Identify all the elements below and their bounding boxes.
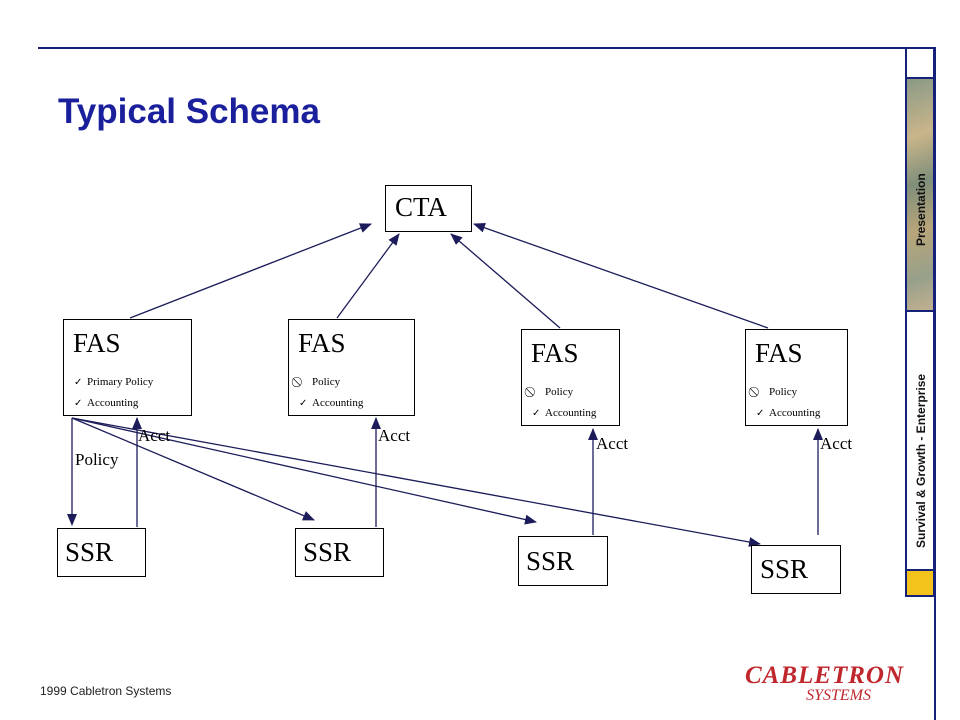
fas-item-policy: ⃠Policy — [299, 372, 363, 393]
acct-label-3: Acct — [596, 434, 629, 453]
arrow-fas1-to-cta — [129, 223, 372, 319]
cta-label: CTA — [395, 192, 447, 222]
check-icon: ✓ — [532, 408, 541, 419]
check-icon: ✓ — [299, 398, 308, 409]
no-symbol-icon: ⃠ — [756, 383, 769, 403]
top-rule — [38, 47, 906, 49]
fas-box-3: FAS ⃠Policy ✓ Accounting — [521, 329, 620, 426]
sidebar-frame — [905, 47, 935, 597]
fas-title: FAS — [298, 328, 346, 358]
cta-box: CTA — [385, 185, 472, 232]
fas-item-list: ⃠Policy ✓ Accounting — [532, 382, 596, 424]
footer-copyright: 1999 Cabletron Systems — [40, 684, 172, 698]
fas-item-list: ⃠Policy ✓ Accounting — [299, 372, 363, 414]
fas-title: FAS — [531, 338, 579, 368]
logo-subtext: SYSTEMS — [806, 687, 871, 704]
fas-item-list: ⃠Policy ✓ Accounting — [756, 382, 820, 424]
fas-item-text: Policy — [769, 386, 798, 398]
ssr-box-2: SSR — [295, 528, 384, 577]
fas-title: FAS — [73, 328, 121, 358]
fas-item-primary-policy: ✓ Primary Policy — [74, 372, 153, 393]
acct-label-2: Acct — [378, 426, 411, 445]
sidebar-outer-line — [934, 47, 936, 720]
policy-label-1: Policy — [75, 450, 119, 469]
ssr-label: SSR — [526, 546, 575, 576]
ssr-box-3: SSR — [518, 536, 608, 586]
ssr-label: SSR — [303, 537, 352, 567]
fas-item-text: Primary Policy — [87, 376, 154, 388]
sidebar-white-segment — [907, 312, 933, 569]
ssr-box-1: SSR — [57, 528, 146, 577]
ssr-box-4: SSR — [751, 545, 841, 594]
fas-item-text: Accounting — [312, 397, 364, 409]
sidebar-divider — [907, 569, 933, 571]
fas-box-4: FAS ⃠Policy ✓ Accounting — [745, 329, 848, 426]
fas-item-text: Accounting — [769, 407, 821, 419]
fas-item-text: Accounting — [545, 407, 597, 419]
check-icon: ✓ — [756, 408, 765, 419]
fas-item-text: Policy — [545, 386, 574, 398]
ssr-label: SSR — [65, 537, 114, 567]
check-icon: ✓ — [74, 398, 83, 409]
check-icon: ✓ — [74, 377, 83, 388]
fas-item-list: ✓ Primary Policy ✓ Accounting — [74, 372, 153, 414]
no-symbol-icon: ⃠ — [299, 373, 312, 393]
logo-wordmark: CABLETRON — [745, 662, 905, 689]
fas-item-accounting: ✓ Accounting — [299, 393, 363, 414]
arrow-policy-to-ssr2 — [71, 417, 315, 521]
fas-item-policy: ⃠Policy — [756, 382, 820, 403]
sidebar-divider — [907, 310, 933, 312]
cabletron-logo: CABLETRON SYSTEMS — [745, 662, 905, 704]
fas-item-accounting: ✓ Accounting — [532, 403, 596, 424]
acct-label-4: Acct — [820, 434, 853, 453]
no-symbol-icon: ⃠ — [532, 383, 545, 403]
arrow-fas3-to-cta — [450, 233, 561, 329]
sidebar-top-segment — [907, 49, 933, 77]
acct-label-1: Acct — [138, 426, 171, 445]
ssr-label: SSR — [760, 554, 809, 584]
slide-title: Typical Schema — [58, 92, 320, 131]
arrow-policy-to-ssr4 — [71, 417, 761, 547]
fas-box-2: FAS ⃠Policy ✓ Accounting — [288, 319, 415, 416]
arrow-fas2-to-cta — [336, 233, 400, 319]
sidebar-yellow-segment — [907, 571, 933, 595]
arrow-policy-to-ssr3 — [71, 417, 537, 525]
arrow-fas4-to-cta — [473, 222, 769, 329]
fas-item-accounting: ✓ Accounting — [756, 403, 820, 424]
sidebar-divider — [907, 77, 933, 79]
fas-item-policy: ⃠Policy — [532, 382, 596, 403]
fas-box-primary: FAS ✓ Primary Policy ✓ Accounting — [63, 319, 192, 416]
fas-item-text: Policy — [312, 376, 341, 388]
fas-item-accounting: ✓ Accounting — [74, 393, 153, 414]
fas-item-text: Accounting — [87, 397, 139, 409]
sidebar-map-image — [907, 79, 933, 310]
fas-title: FAS — [755, 338, 803, 368]
